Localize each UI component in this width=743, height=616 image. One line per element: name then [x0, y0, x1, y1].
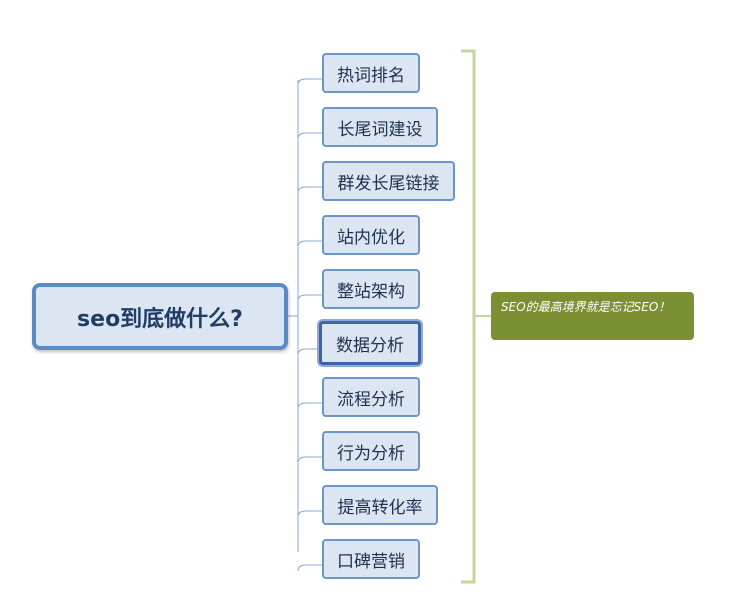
topic-long-tail-links[interactable]: 群发长尾链接 — [322, 161, 455, 201]
root-topic-label: seo到底做什么? — [77, 306, 243, 332]
topic-label: 热词排名 — [337, 65, 405, 86]
topic-label: 口碑营销 — [337, 551, 405, 572]
topic-label: 整站架构 — [337, 281, 405, 302]
topic-label: 长尾词建设 — [337, 119, 423, 140]
summary-label: SEO的最高境界就是忘记SEO！ — [501, 300, 671, 314]
branch-connector — [297, 402, 322, 410]
branch-connector — [297, 240, 322, 248]
topic-behavior-analysis[interactable]: 行为分析 — [322, 431, 420, 471]
root-topic[interactable]: seo到底做什么? — [32, 283, 288, 350]
branch-connector — [297, 564, 322, 572]
branch-connector — [297, 132, 322, 140]
branch-connector — [297, 294, 322, 302]
branch-connector — [297, 348, 319, 356]
summary-callout[interactable]: SEO的最高境界就是忘记SEO！ — [491, 292, 694, 340]
summary-bracket — [461, 49, 476, 584]
topic-process-analysis[interactable]: 流程分析 — [322, 377, 420, 417]
topic-data-analysis[interactable]: 数据分析 — [319, 321, 421, 365]
topic-label: 提高转化率 — [337, 497, 423, 518]
topic-label: 行为分析 — [337, 443, 405, 464]
topic-hot-keyword-ranking[interactable]: 热词排名 — [322, 53, 420, 93]
branch-connector — [297, 78, 322, 86]
topic-label: 群发长尾链接 — [337, 173, 440, 194]
topic-label: 流程分析 — [337, 389, 405, 410]
topic-word-of-mouth[interactable]: 口碑营销 — [322, 539, 420, 579]
branch-connector — [297, 186, 322, 194]
branch-connector — [297, 456, 322, 464]
branch-connector — [297, 510, 322, 518]
topic-long-tail-keywords[interactable]: 长尾词建设 — [322, 107, 438, 147]
topic-label: 站内优化 — [337, 227, 405, 248]
topic-site-architecture[interactable]: 整站架构 — [322, 269, 420, 309]
topic-onsite-optimization[interactable]: 站内优化 — [322, 215, 420, 255]
topic-conversion-rate[interactable]: 提高转化率 — [322, 485, 438, 525]
topic-label: 数据分析 — [336, 335, 404, 356]
